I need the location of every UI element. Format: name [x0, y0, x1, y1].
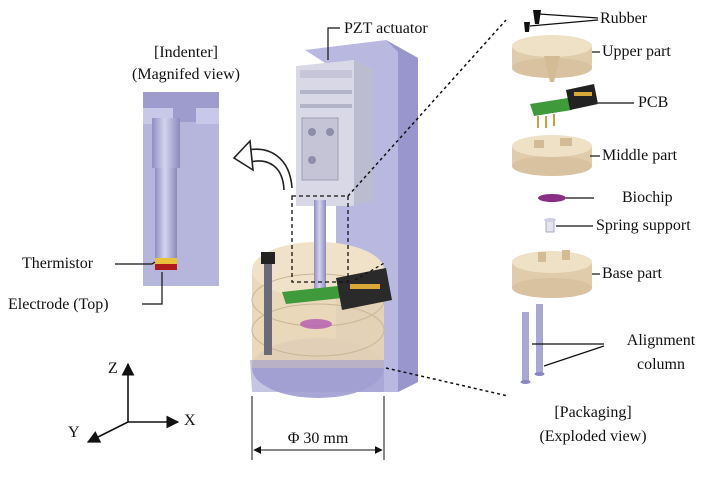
main-assembly: [250, 40, 418, 398]
alignment-column-label-line2: column: [637, 356, 685, 373]
rubber-cap-2: [524, 22, 530, 32]
indenter-subtitle: (Magnifed view): [132, 66, 240, 83]
x-axis-label: X: [184, 412, 196, 429]
middle-part-label: Middle part: [602, 147, 678, 164]
electrode-tip: [155, 264, 177, 270]
biochip: [538, 194, 566, 202]
spring-support-label: Spring support: [596, 217, 691, 234]
pzt-actuator-label: PZT actuator: [344, 20, 428, 37]
thermistor-tip: [155, 258, 177, 264]
magnify-region-box: [291, 195, 349, 283]
base-part: [512, 250, 592, 298]
exploded-leaders: [529, 13, 634, 367]
exploded-view: [512, 10, 598, 384]
pcb-label: PCB: [638, 94, 669, 111]
electrode-label: Electrode (Top): [8, 296, 109, 313]
pcb: [530, 84, 598, 128]
coordinate-axes: [86, 362, 180, 443]
rubber-label: Rubber: [600, 10, 648, 27]
packaging-subtitle: (Exploded view): [539, 428, 647, 445]
indenter-title: [Indenter]: [154, 44, 218, 61]
alignment-columns: [520, 304, 545, 384]
diameter-label: Φ 30 mm: [287, 430, 349, 447]
magnify-arrow-head: [232, 139, 254, 172]
rubber-cap-1: [533, 10, 541, 24]
spring-support: [544, 218, 556, 233]
exploded-guide-bottom: [385, 367, 509, 397]
y-axis-label: Y: [68, 424, 80, 441]
z-axis-label: Z: [108, 360, 118, 377]
packaging-title: [Packaging]: [554, 404, 632, 421]
thermistor-label: Thermistor: [22, 255, 94, 272]
indenter-magnified-view: [143, 92, 219, 286]
upper-part-label: Upper part: [602, 43, 671, 60]
middle-part: [512, 135, 592, 176]
pzt-actuator: [296, 60, 374, 206]
alignment-column-label-line1: Alignment: [626, 332, 696, 349]
base-part-label: Base part: [602, 265, 662, 282]
biochip-label: Biochip: [622, 189, 673, 206]
upper-part: [512, 35, 592, 82]
